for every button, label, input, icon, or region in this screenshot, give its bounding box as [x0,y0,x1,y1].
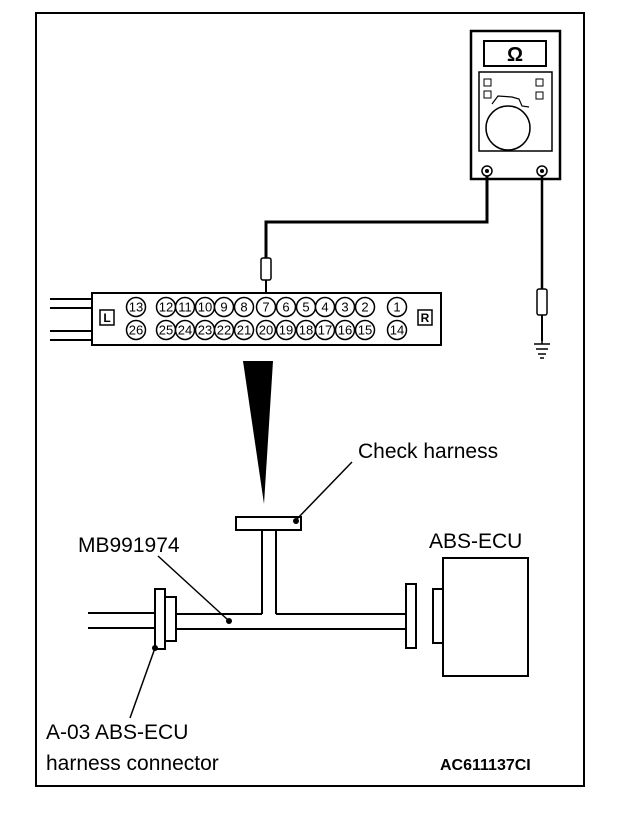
harness-connector-a03 [154,588,166,650]
connector-pin [334,319,356,341]
check-harness-plug [235,516,302,531]
connector-pin [354,319,376,341]
connector-pin-label: 24 [178,323,192,338]
connector-pin-label: 22 [217,323,231,338]
connector-pin [174,319,196,341]
connector-pin-label: 10 [198,300,212,315]
harness-connector-label-line2: harness connector [46,752,219,775]
connector-pin-label: 1 [393,300,400,315]
connector-pin-label: 9 [220,300,227,315]
connector-pin [125,296,147,318]
connector-pin-label: 3 [341,300,348,315]
connector-pin-label: 25 [159,323,173,338]
ohmmeter: Ω [469,29,562,181]
connector-pin-label: 5 [302,300,309,315]
connector-pin [233,296,255,318]
test-lead-positive [264,176,489,258]
abs-ecu-label: ABS-ECU [429,530,522,553]
connector-pin-label: 21 [237,323,251,338]
connector-pin-label: 15 [358,323,372,338]
connector-pin [386,296,408,318]
connector-pin [275,319,297,341]
connector-pin-label: 17 [318,323,332,338]
svg-text:R: R [421,311,430,325]
magnification-wedge [243,361,273,504]
ground-icon [534,341,550,359]
connector-pin [174,296,196,318]
leader-lines [129,461,353,719]
ecu-side-connector [405,583,417,649]
connector-pin-label: 18 [299,323,313,338]
abs-ecu-unit [432,557,529,677]
connector-pin-label: 2 [361,300,368,315]
connector-pin-label: 13 [129,300,143,315]
connector-pin [213,319,235,341]
connector-pin-label: 11 [178,300,192,315]
connector-pin-label: 6 [282,300,289,315]
harness-connector-label-line1: A-03 ABS-ECU [46,721,188,744]
connector-pin-label: 16 [338,323,352,338]
connector-pin [233,319,255,341]
pin-row-bottom: 26 25 24 23 22 21 20 19 18 17 16 15 14 [125,319,408,341]
check-harness-assembly [88,516,417,650]
connector-pin-label: 8 [240,300,247,315]
svg-text:L: L [103,311,110,325]
connector-pin-label: 26 [129,323,143,338]
tool-number-label: MB991974 [78,534,180,557]
connector-pin [255,296,277,318]
connector-pin-label: 14 [390,323,404,338]
connector-pin-label: 23 [198,323,212,338]
connector-pin [125,319,147,341]
ohm-symbol: Ω [507,44,523,66]
figure-code: AC611137CI [440,757,531,774]
connector-pin [354,296,376,318]
meter-dial-arc [491,95,530,108]
connector-pin-label: 12 [159,300,173,315]
connector-tag-right [417,309,433,326]
check-harness-label: Check harness [358,440,498,463]
connector-pin [314,296,336,318]
figure-frame [35,12,585,787]
connector-pin-label: 4 [321,300,328,315]
connector-pin [386,319,408,341]
connector-pin [255,319,277,341]
probe-positive [260,257,272,297]
connector-pin-label: 7 [262,300,269,315]
connector-pin [334,296,356,318]
connector-pin [275,296,297,318]
connector-pin-label: 19 [279,323,293,338]
meter-display [483,40,547,67]
meter-dial-knob [485,105,531,151]
connector-pin-label: 20 [259,323,273,338]
connector-pin [213,296,235,318]
connector-pin [314,319,336,341]
connector-tag-left [99,309,115,326]
probe-negative [536,288,548,341]
